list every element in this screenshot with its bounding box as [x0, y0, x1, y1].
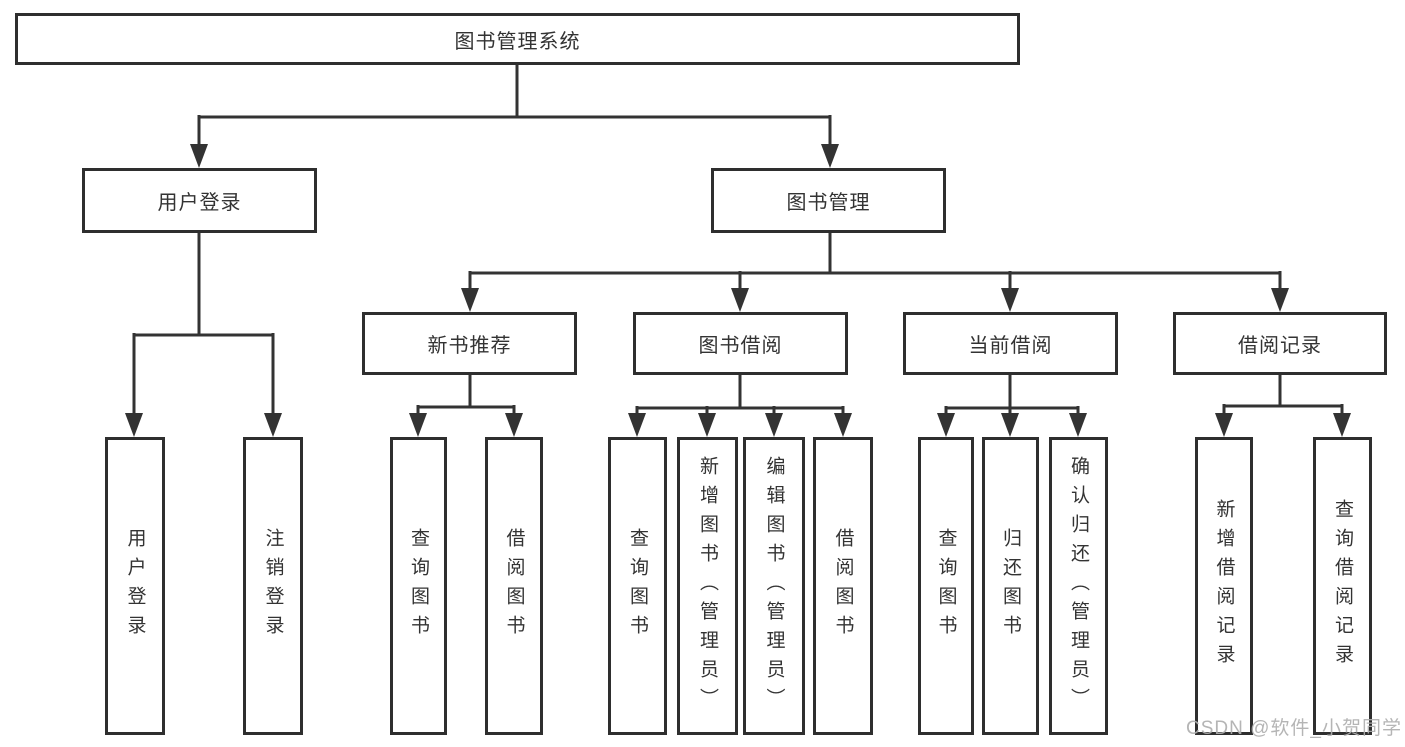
node-user-login-label: 用户登录 — [157, 192, 242, 214]
node-borrowing-records-label: 借阅记录 — [1238, 335, 1322, 357]
leaf-logout-label: 注销登录 — [262, 528, 284, 644]
node-current-borrowing-label: 当前借阅 — [968, 335, 1053, 357]
leaf-records-query-record: 查询借阅记录 — [1313, 437, 1372, 735]
leaf-records-add-record: 新增借阅记录 — [1195, 437, 1253, 735]
leaf-recommend-borrow-books-label: 借阅图书 — [503, 528, 525, 644]
leaf-current-confirm-return-admin-label: 确认归还（管理员） — [1068, 455, 1089, 717]
leaf-borrowing-query-books-label: 查询图书 — [627, 528, 648, 644]
leaf-recommend-query-books: 查询图书 — [390, 437, 447, 735]
node-root: 图书管理系统 — [15, 13, 1020, 65]
leaf-logout: 注销登录 — [243, 437, 303, 735]
leaf-current-return-books: 归还图书 — [982, 437, 1039, 735]
leaf-current-return-books-label: 归还图书 — [1000, 528, 1021, 644]
node-book-management: 图书管理 — [711, 168, 946, 233]
leaf-borrowing-query-books: 查询图书 — [608, 437, 667, 735]
node-new-book-recommend-label: 新书推荐 — [427, 335, 512, 357]
leaf-borrowing-borrow-books-label: 借阅图书 — [832, 528, 854, 644]
leaf-current-query-books-label: 查询图书 — [935, 528, 957, 644]
node-current-borrowing: 当前借阅 — [903, 312, 1118, 375]
node-book-borrowing: 图书借阅 — [633, 312, 848, 375]
leaf-user-login: 用户登录 — [105, 437, 165, 735]
node-borrowing-records: 借阅记录 — [1173, 312, 1387, 375]
leaf-borrowing-add-books-admin-label: 新增图书（管理员） — [697, 455, 718, 717]
node-user-login: 用户登录 — [82, 168, 317, 233]
node-book-borrowing-label: 图书借阅 — [698, 335, 783, 357]
leaf-records-query-record-label: 查询借阅记录 — [1332, 499, 1353, 673]
leaf-current-query-books: 查询图书 — [918, 437, 974, 735]
leaf-borrowing-add-books-admin: 新增图书（管理员） — [677, 437, 738, 735]
node-book-management-label: 图书管理 — [786, 192, 871, 214]
leaf-user-login-label: 用户登录 — [124, 528, 146, 644]
leaf-borrowing-edit-books-admin-label: 编辑图书（管理员） — [763, 455, 785, 717]
node-root-label: 图书管理系统 — [454, 30, 581, 53]
watermark: CSDN @软件_小贺同学 — [1186, 718, 1402, 739]
leaf-recommend-borrow-books: 借阅图书 — [485, 437, 543, 735]
leaf-records-add-record-label: 新增借阅记录 — [1213, 499, 1235, 673]
leaf-current-confirm-return-admin: 确认归还（管理员） — [1049, 437, 1108, 735]
node-new-book-recommend: 新书推荐 — [362, 312, 577, 375]
leaf-borrowing-edit-books-admin: 编辑图书（管理员） — [743, 437, 805, 735]
leaf-recommend-query-books-label: 查询图书 — [408, 528, 429, 644]
leaf-borrowing-borrow-books: 借阅图书 — [813, 437, 873, 735]
